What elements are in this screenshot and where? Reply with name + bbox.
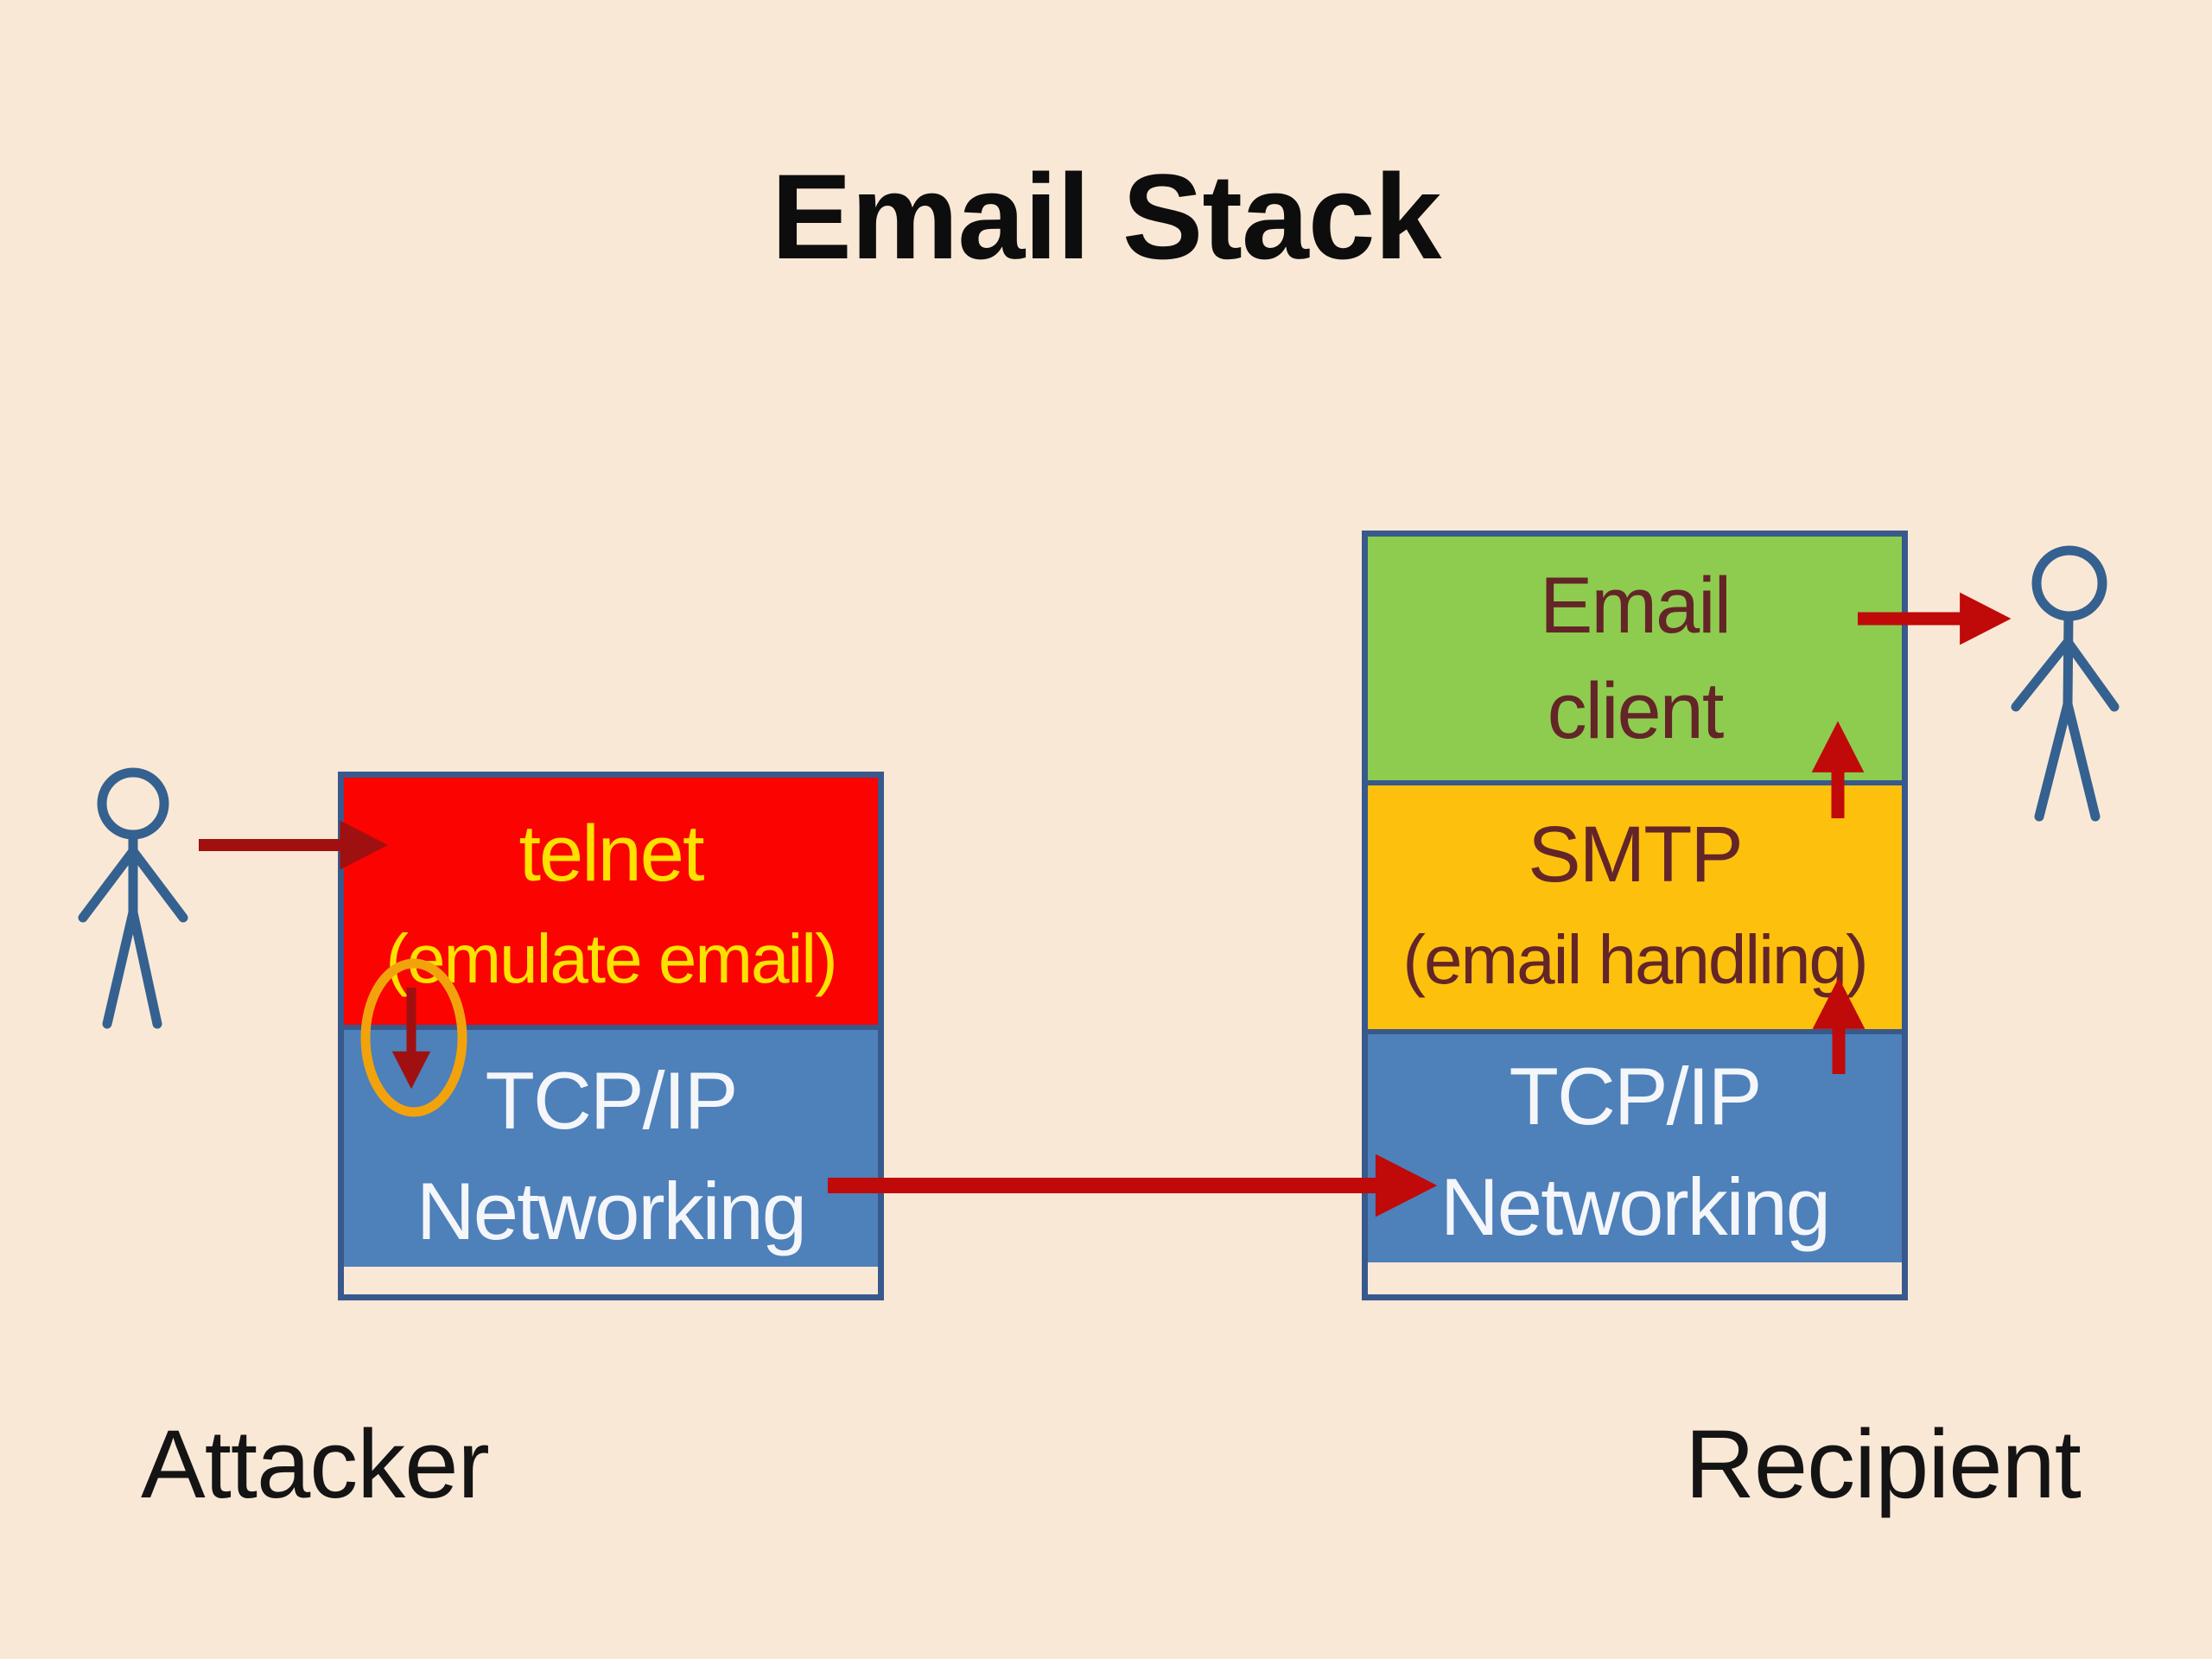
- figure-arms: [78, 846, 188, 923]
- telnet-sublabel: (emulate email): [385, 920, 837, 997]
- smtp-label: SMTP: [1528, 810, 1744, 899]
- networking-label: Networking: [416, 1166, 807, 1256]
- attacker-stick-figure-icon: [78, 767, 188, 1029]
- recipient-caption: Recipient: [1685, 1410, 2082, 1518]
- layer-telnet: telnet (emulate email): [344, 778, 878, 1025]
- email-client-label-line1: Email: [1539, 562, 1732, 650]
- tcpip-label: TCP/IP: [485, 1055, 739, 1146]
- figure-head: [97, 767, 169, 840]
- tcpip-label: TCP/IP: [1509, 1051, 1763, 1141]
- attacker-stack: telnet (emulate email) TCP/IP Networking: [338, 772, 884, 1300]
- smtp-sublabel: (email handling): [1402, 921, 1868, 998]
- layer-tcpip-recipient: TCP/IP Networking: [1368, 1029, 1902, 1262]
- figure-arms: [2011, 637, 2120, 712]
- figure-body: [2063, 611, 2074, 709]
- networking-label: Networking: [1440, 1161, 1831, 1252]
- attacker-caption: Attacker: [141, 1410, 490, 1518]
- figure-legs: [102, 907, 162, 1029]
- telnet-label: telnet: [518, 810, 704, 898]
- recipient-stick-figure-icon: [2011, 545, 2120, 822]
- figure-legs: [2034, 699, 2101, 822]
- slide-title: Email Stack: [771, 149, 1442, 284]
- figure-head: [2031, 545, 2107, 621]
- layer-tcpip-attacker: TCP/IP Networking: [344, 1025, 878, 1267]
- layer-smtp: SMTP (email handling): [1368, 780, 1902, 1029]
- recipient-stack: Email client SMTP (email handling) TCP/I…: [1362, 531, 1908, 1300]
- layer-email-client: Email client: [1368, 537, 1902, 780]
- email-client-label-line2: client: [1547, 667, 1725, 755]
